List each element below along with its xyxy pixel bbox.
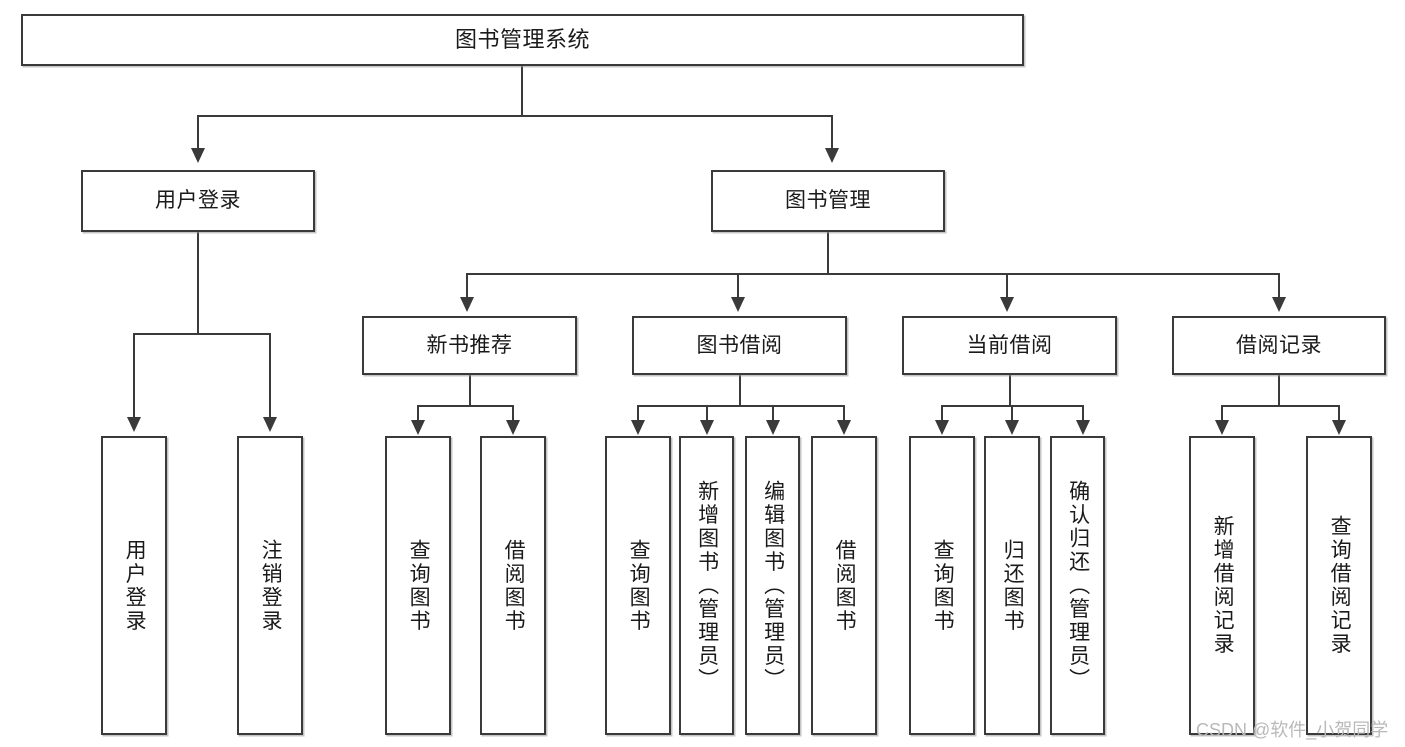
node-leaf-query-borrow-record[interactable]: 查询借阅记录 [1306,436,1372,735]
node-label: 编辑图书（管理员） [761,479,785,692]
node-label: 新书推荐 [426,333,513,357]
connector-borrowrecord-stem [1278,375,1280,406]
node-label: 当前借阅 [966,333,1053,357]
arrow-to-leaf-query-record [1332,420,1346,435]
node-book-borrow[interactable]: 图书借阅 [632,316,847,375]
node-label: 借阅图书 [502,538,526,633]
arrow-to-leaf-user-login [127,417,141,432]
node-label: 图书管理 [785,189,871,213]
node-label: 查询借阅记录 [1328,515,1352,656]
connector-bookmanage-stem [827,232,829,274]
node-label: 查询图书 [407,538,431,633]
arrow-to-leaf-logout [263,417,277,432]
connector-bookmanage-drop-1 [466,273,468,297]
node-label: 查询图书 [627,538,651,633]
connector-currentborrow-drop-1 [941,405,943,421]
arrow-to-leaf-borrow-book-1 [506,420,520,435]
arrow-to-leaf-edit-book [766,420,780,435]
node-label: 图书借阅 [696,333,783,357]
connector-bookborrow-drop-2 [706,405,708,421]
connector-userlogin-drop-2 [269,333,271,417]
node-label: 注销登录 [259,538,283,633]
node-label: 查询图书 [931,538,955,633]
node-borrow-record[interactable]: 借阅记录 [1172,316,1386,375]
node-label: 确认归还（管理员） [1066,479,1090,692]
connector-root-drop-right [831,115,833,148]
connector-bookborrow-bus [637,405,844,407]
connector-borrowrecord-drop-1 [1221,405,1223,421]
node-leaf-query-book-3[interactable]: 查询图书 [909,436,975,735]
node-current-borrow[interactable]: 当前借阅 [902,316,1117,375]
arrow-to-leaf-return-book [1005,420,1019,435]
node-leaf-logout[interactable]: 注销登录 [237,436,303,735]
connector-root-drop-left [197,115,199,148]
node-leaf-query-book-2[interactable]: 查询图书 [605,436,671,735]
connector-userlogin-stem [197,232,199,334]
connector-bookmanage-drop-2 [737,273,739,297]
node-label: 新增借阅记录 [1211,515,1235,656]
node-new-book-recommend[interactable]: 新书推荐 [362,316,577,375]
connector-root-bus [197,115,833,117]
node-user-login[interactable]: 用户登录 [81,170,315,232]
connector-userlogin-drop-1 [133,333,135,417]
connector-root-stem [521,66,523,116]
connector-newbook-bus [417,405,513,407]
connector-bookborrow-stem [739,375,741,406]
node-book-manage[interactable]: 图书管理 [711,170,945,232]
connector-borrowrecord-drop-2 [1338,405,1340,421]
connector-bookmanage-bus [466,273,1280,275]
connector-currentborrow-stem [1009,375,1011,406]
node-leaf-add-book-admin[interactable]: 新增图书（管理员） [679,436,734,735]
connector-bookborrow-drop-1 [637,405,639,421]
node-leaf-user-login[interactable]: 用户登录 [101,436,167,735]
node-label: 借阅图书 [833,538,857,633]
arrow-to-new-book-rec [460,297,474,312]
node-label: 图书管理系统 [454,26,590,52]
connector-currentborrow-drop-3 [1082,405,1084,421]
node-label: 新增图书（管理员） [695,479,719,692]
arrow-to-leaf-borrow-book-2 [837,420,851,435]
node-label: 用户登录 [123,538,147,633]
connector-newbook-stem [469,375,471,406]
connector-userlogin-bus [133,333,270,335]
arrow-to-leaf-add-record [1215,420,1229,435]
csdn-watermark: CSDN @软件_小贺同学 [1196,720,1389,740]
node-leaf-borrow-book-2[interactable]: 借阅图书 [811,436,877,735]
connector-currentborrow-drop-2 [1011,405,1013,421]
arrow-to-user-login [191,148,205,163]
connector-bookmanage-drop-3 [1006,273,1008,297]
arrow-to-leaf-query-book-3 [935,420,949,435]
connector-bookborrow-drop-3 [772,405,774,421]
arrow-to-current-borrow [1000,297,1014,312]
node-label: 归还图书 [1001,538,1025,633]
node-leaf-return-book[interactable]: 归还图书 [984,436,1040,735]
arrow-to-leaf-query-book-1 [411,420,425,435]
node-root-system[interactable]: 图书管理系统 [21,14,1024,66]
connector-bookborrow-drop-4 [843,405,845,421]
connector-bookmanage-drop-4 [1278,273,1280,297]
connector-newbook-drop-1 [417,405,419,421]
node-label: 借阅记录 [1236,333,1322,357]
arrow-to-leaf-confirm-return [1076,420,1090,435]
arrow-to-leaf-add-book [700,420,714,435]
node-leaf-confirm-return-admin[interactable]: 确认归还（管理员） [1050,436,1105,735]
connector-newbook-drop-2 [512,405,514,421]
arrow-to-book-borrow [731,297,745,312]
node-leaf-borrow-book-1[interactable]: 借阅图书 [480,436,546,735]
node-leaf-add-borrow-record[interactable]: 新增借阅记录 [1189,436,1255,735]
arrow-to-book-manage [825,148,839,163]
node-label: 用户登录 [155,189,241,213]
arrow-to-leaf-query-book-2 [631,420,645,435]
node-leaf-edit-book-admin[interactable]: 编辑图书（管理员） [745,436,800,735]
node-leaf-query-book-1[interactable]: 查询图书 [385,436,451,735]
arrow-to-borrow-record [1272,297,1286,312]
connector-borrowrecord-bus [1221,405,1339,407]
